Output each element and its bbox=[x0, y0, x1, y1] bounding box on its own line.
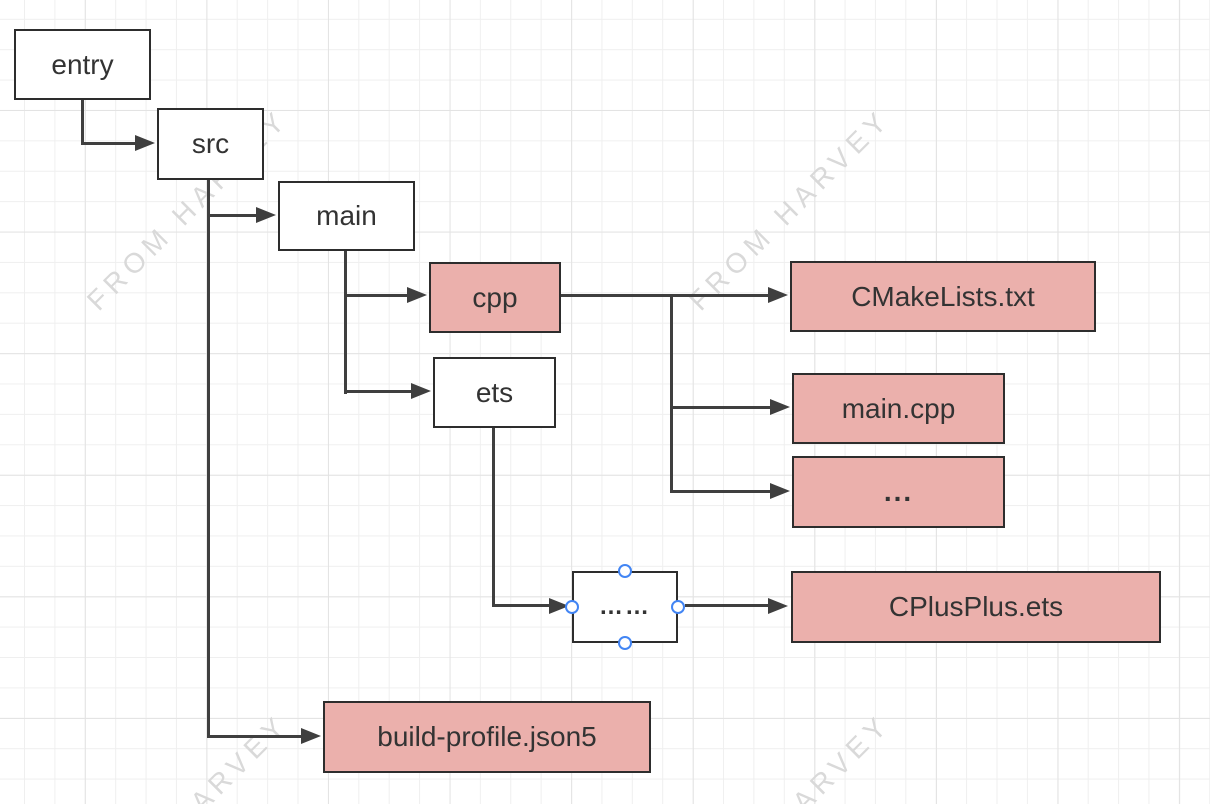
selection-handle-left[interactable] bbox=[565, 600, 579, 614]
edge-ellipsis-cplusplus-arrowhead-icon[interactable] bbox=[768, 598, 788, 614]
node-cpp[interactable]: cpp bbox=[429, 262, 561, 333]
edge-cpp-cmakelists-arrowhead-icon[interactable] bbox=[768, 287, 788, 303]
node-main-label: main bbox=[316, 200, 377, 231]
node-cmakelists-label: CMakeLists.txt bbox=[851, 280, 1035, 312]
node-maincpp-label: main.cpp bbox=[841, 392, 956, 424]
node-entry[interactable]: entry bbox=[14, 29, 151, 100]
node-morefiles[interactable]: ... bbox=[792, 456, 1005, 528]
node-main[interactable]: main bbox=[278, 181, 415, 251]
node-ellipsis[interactable]: …… bbox=[572, 571, 678, 643]
edge-entry-src-segment[interactable] bbox=[81, 99, 84, 144]
edge-main-cpp-arrowhead-icon[interactable] bbox=[407, 287, 427, 303]
watermark-text: FROM HARVEY bbox=[81, 708, 295, 804]
edge-entry-src-segment[interactable] bbox=[81, 142, 136, 145]
edge-main-children-segment[interactable] bbox=[344, 250, 347, 394]
node-entry-label: entry bbox=[51, 48, 114, 80]
node-ets[interactable]: ets bbox=[433, 357, 556, 428]
edge-ellipsis-cplusplus-segment[interactable] bbox=[685, 604, 770, 607]
node-buildprofile[interactable]: build-profile.json5 bbox=[323, 701, 651, 773]
node-cpp-label: cpp bbox=[472, 281, 518, 313]
edge-src-main-arrowhead-icon[interactable] bbox=[256, 207, 276, 223]
edge-ets-ellipsis-segment[interactable] bbox=[492, 604, 551, 607]
edge-cpp-cmakelists-segment[interactable] bbox=[561, 294, 768, 297]
edge-src-main-segment[interactable] bbox=[207, 214, 257, 217]
edge-main-cpp-segment[interactable] bbox=[344, 294, 407, 297]
edge-src-buildprofile-segment[interactable] bbox=[207, 735, 301, 738]
node-maincpp[interactable]: main.cpp bbox=[792, 373, 1005, 444]
node-ets-label: ets bbox=[475, 376, 514, 408]
node-morefiles-label: ... bbox=[883, 476, 914, 507]
node-buildprofile-label: build-profile.json5 bbox=[377, 721, 597, 752]
edge-main-ets-segment[interactable] bbox=[344, 390, 411, 393]
edge-cpp-maincpp-arrowhead-icon[interactable] bbox=[770, 399, 790, 415]
edge-cpp-children-segment[interactable] bbox=[670, 294, 673, 493]
edge-ets-ellipsis-segment[interactable] bbox=[492, 427, 495, 607]
node-ellipsis-label: …… bbox=[599, 593, 651, 620]
node-src[interactable]: src bbox=[157, 108, 264, 180]
edge-cpp-morefiles-arrowhead-icon[interactable] bbox=[770, 483, 790, 499]
selection-handle-top[interactable] bbox=[618, 564, 632, 578]
node-cplusplus[interactable]: CPlusPlus.ets bbox=[791, 571, 1161, 643]
node-src-label: src bbox=[191, 128, 230, 159]
node-cplusplus-label: CPlusPlus.ets bbox=[888, 591, 1064, 622]
selection-handle-bottom[interactable] bbox=[618, 636, 632, 650]
edge-ets-ellipsis-arrowhead-icon[interactable] bbox=[549, 598, 569, 614]
edge-main-ets-arrowhead-icon[interactable] bbox=[411, 383, 431, 399]
edge-src-buildprofile-segment[interactable] bbox=[207, 179, 210, 738]
selection-handle-right[interactable] bbox=[671, 600, 685, 614]
watermark-text: FROM HARVEY bbox=[683, 708, 897, 804]
edge-entry-src-arrowhead-icon[interactable] bbox=[135, 135, 155, 151]
edge-cpp-morefiles-segment[interactable] bbox=[670, 490, 770, 493]
edge-src-buildprofile-arrowhead-icon[interactable] bbox=[301, 728, 321, 744]
node-cmakelists[interactable]: CMakeLists.txt bbox=[790, 261, 1096, 332]
edge-cpp-maincpp-segment[interactable] bbox=[670, 406, 770, 409]
